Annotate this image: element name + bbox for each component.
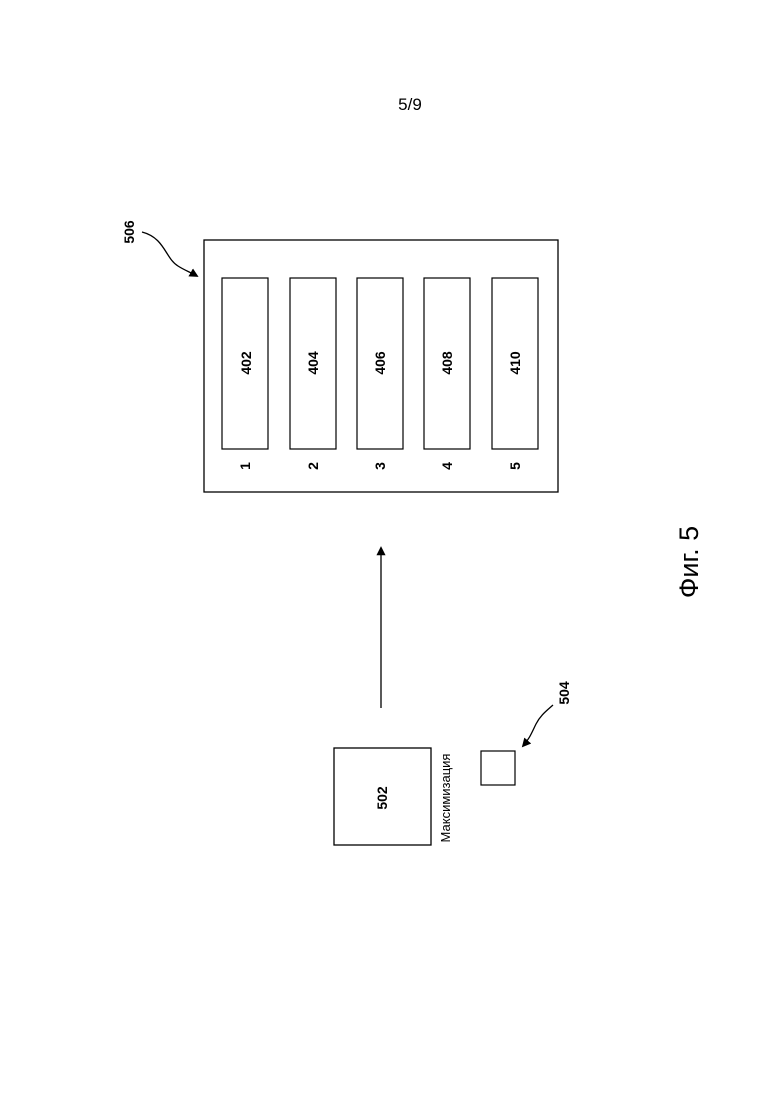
source-block-caption: Максимизация bbox=[438, 754, 453, 843]
slot-index-label: 2 bbox=[305, 462, 321, 470]
slot-ref-label: 406 bbox=[372, 351, 388, 375]
small-block-ref-label: 504 bbox=[556, 681, 572, 705]
slot-ref-label: 404 bbox=[305, 351, 321, 375]
slot-3: 406 3 bbox=[357, 278, 403, 470]
container-leader-arrow bbox=[142, 232, 197, 276]
small-block-leader-arrow bbox=[523, 705, 553, 746]
slot-1: 402 1 bbox=[222, 278, 268, 470]
slot-4: 408 4 bbox=[424, 278, 470, 470]
container-ref-label: 506 bbox=[121, 220, 137, 244]
slot-5: 410 5 bbox=[492, 278, 538, 470]
slot-index-label: 1 bbox=[237, 462, 253, 470]
sheet-number: 5/9 bbox=[398, 95, 422, 114]
small-block bbox=[481, 751, 515, 785]
slot-index-label: 3 bbox=[372, 462, 388, 470]
slot-ref-label: 410 bbox=[507, 351, 523, 375]
source-block-ref-label: 502 bbox=[374, 786, 390, 810]
slot-index-label: 4 bbox=[439, 462, 455, 470]
figure-label: Фиг. 5 bbox=[674, 526, 704, 598]
slot-ref-label: 402 bbox=[238, 351, 254, 375]
slot-2: 404 2 bbox=[290, 278, 336, 470]
slot-index-label: 5 bbox=[507, 462, 523, 470]
slot-ref-label: 408 bbox=[439, 351, 455, 375]
